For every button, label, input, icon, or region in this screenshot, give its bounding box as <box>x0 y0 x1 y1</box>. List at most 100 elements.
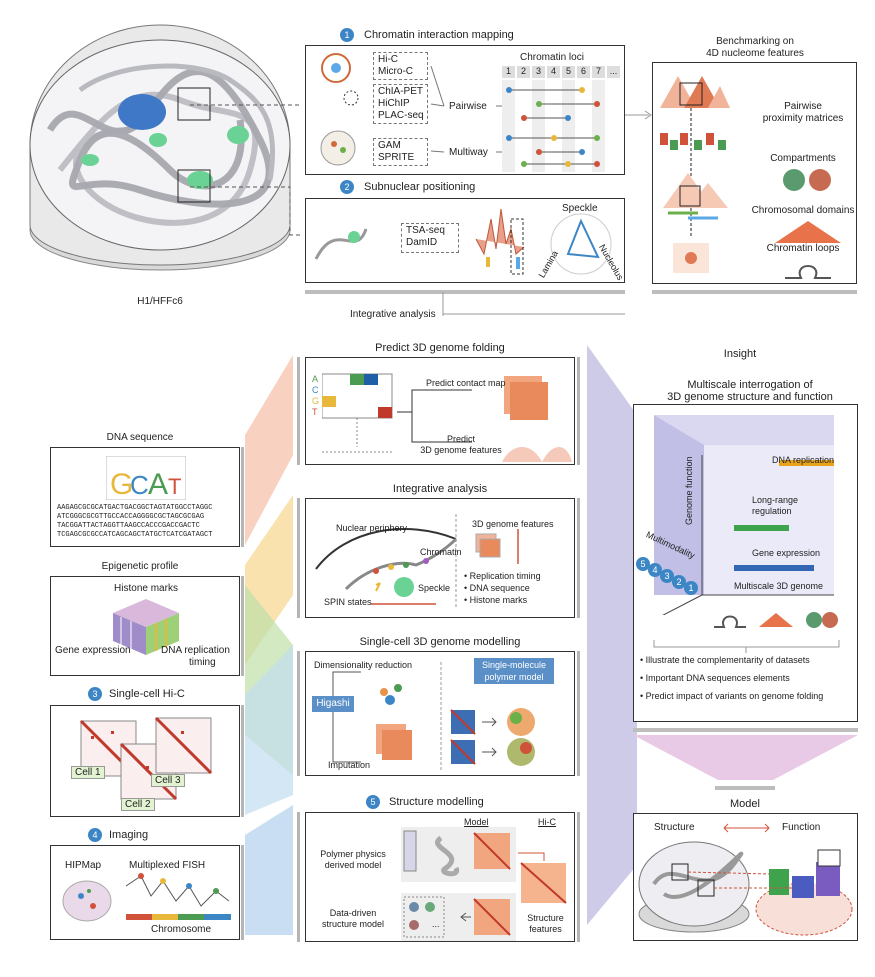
method-tsaseq: TSA-seq <box>406 225 445 236</box>
predict-features-2: 3D genome features <box>420 445 502 455</box>
features-3d-title: 3D genome features <box>472 519 554 529</box>
integ-title: Integrative analysis <box>392 483 488 495</box>
loci-grid <box>502 80 605 172</box>
imaging-graphics <box>62 873 231 922</box>
structure-features-2: features <box>529 924 562 934</box>
bar-long-range-1: Long-range <box>752 495 799 505</box>
sc-heatmaps <box>79 716 213 801</box>
insight-panel: DNA replication Long-range regulation Ge… <box>633 404 858 722</box>
structure-dots: ... <box>432 919 440 929</box>
bullet-variants: Predict impact of variants on genome fol… <box>640 691 824 702</box>
integ-graphic <box>315 514 519 609</box>
feature-histone: Histone marks <box>464 595 528 606</box>
speckle-label: Speckle <box>418 583 451 593</box>
model-column-label: Model <box>464 817 489 827</box>
integ-panel: Nuclear periphery Chromatin Speckle SPIN… <box>305 498 575 618</box>
dna-seq-4: TCGAGCGCGCCATCAGCAGCTATGCTCATCGATAGCT <box>57 531 213 539</box>
sequence-logo: G C A T <box>106 456 186 500</box>
histone-label: Histone marks <box>114 583 178 594</box>
epi-panel: Histone marks Gene expression DNA replic… <box>50 576 240 676</box>
structure-title: Structure modelling <box>389 796 484 808</box>
section-2-title: Subnuclear positioning <box>364 181 476 193</box>
subnuclear-panel: TSA-seq DamID Speckle Lamina Nucleolus <box>305 198 625 283</box>
method-microc: Micro-C <box>378 66 413 77</box>
integrative-arrow <box>442 292 625 316</box>
insight-label: Insight <box>723 348 757 360</box>
cell-2-label: Cell 2 <box>121 798 155 811</box>
acgt-t: T <box>312 407 318 417</box>
epigenome-cube <box>113 599 179 655</box>
predict-contact-label: Predict contact map <box>426 378 506 388</box>
model-funnel <box>633 735 858 780</box>
top-divider <box>305 290 625 294</box>
svg-text:A: A <box>148 468 168 500</box>
structure-features-1: Structure <box>527 913 564 923</box>
spin-states-label: SPIN states <box>324 597 372 607</box>
section-number-2: 2 <box>340 180 354 194</box>
radar-speckle: Speckle <box>562 203 598 214</box>
method-hichip: HiChIP <box>378 98 410 109</box>
insight-title-1: Multiscale interrogation of <box>687 379 813 391</box>
polymer-model-1: Single-molecule <box>481 660 547 670</box>
function-label: Function <box>782 822 821 833</box>
method-chiapet: ChIA-PET <box>378 86 424 97</box>
method-sprite: SPRITE <box>378 152 415 163</box>
polymer-physics-2: derived model <box>324 860 382 870</box>
acgt-c: C <box>312 385 319 395</box>
predict-panel: A C G T Predict contact map Predict 3D g… <box>305 357 575 465</box>
acgt-a: A <box>312 374 319 384</box>
bullet-complementarity: Illustrate the complementarity of datase… <box>640 655 810 666</box>
multiscale-label: Multiscale 3D genome <box>734 581 824 591</box>
polymer-model-box: Single-molecule polymer model <box>474 658 554 684</box>
hipmap-label: HIPMap <box>65 860 102 871</box>
compartments-icon <box>783 169 831 191</box>
bar-long-range-2: regulation <box>752 506 792 516</box>
model-graphic <box>638 823 853 936</box>
svg-text:C: C <box>130 470 149 500</box>
connector-lines <box>190 104 300 236</box>
chromatin-interaction-panel: Hi-C Micro-C ChIA-PET HiChIP PLAC-seq GA… <box>305 45 625 175</box>
bench-title-2: 4D nucleome features <box>706 48 804 59</box>
cell-label: H1/HFFc6 <box>137 296 183 307</box>
bench-loops: Chromatin loops <box>766 243 840 254</box>
svg-text:G: G <box>110 468 133 500</box>
dna-seq-1: AAGAGCGCGCATGACTGACGGCTAGTATGGCCTAGGC <box>57 504 213 512</box>
model-title: Model <box>730 798 760 810</box>
section-1-title: Chromatin interaction mapping <box>364 29 514 41</box>
dna-panel: G C A T AAGAGCGCGCATGACTGACGGCTAGTATGGCC… <box>50 447 240 547</box>
bullet-dna-elements: Important DNA sequences elements <box>640 673 790 684</box>
feature-replication: Replication timing <box>464 571 541 582</box>
loop-icon <box>785 265 831 279</box>
arrow-to-benchmark <box>625 110 652 120</box>
cell-3-label: Cell 3 <box>151 774 185 787</box>
mod-3: 3 <box>660 569 674 583</box>
chromatin-label: Chromatin <box>420 547 462 557</box>
dna-title: DNA sequence <box>106 432 174 443</box>
nuclear-periphery-label: Nuclear periphery <box>336 523 408 533</box>
acgt-g: G <box>312 396 320 406</box>
dna-rep-label-1: DNA replication <box>161 645 230 656</box>
mod-4: 4 <box>648 563 662 577</box>
structure-graphic <box>401 827 567 941</box>
insight-icons <box>653 612 840 653</box>
cell-1-label: Cell 1 <box>71 766 105 779</box>
bench-domains: Chromosomal domains <box>751 205 855 216</box>
bench-title-1: Benchmarking on <box>716 36 794 47</box>
section-number-4: 4 <box>88 828 102 842</box>
epi-title: Epigenetic profile <box>101 561 179 572</box>
svg-text:T: T <box>168 474 181 499</box>
bar-dna-replication: DNA replication <box>772 455 835 465</box>
data-driven-1: Data-driven <box>329 908 377 918</box>
gene-expr-label: Gene expression <box>55 645 131 656</box>
section-number-1: 1 <box>340 28 354 42</box>
integrative-label: Integrative analysis <box>350 309 436 320</box>
higashi-box: Higashi <box>312 696 354 712</box>
bench-compartments: Compartments <box>770 153 836 164</box>
feature-dna-seq: DNA sequence <box>464 583 530 594</box>
method-gam: GAM <box>378 140 401 151</box>
structure-panel: Model Hi-C Polymer physics derived model… <box>305 812 575 942</box>
bench-divider <box>652 290 857 294</box>
polymer-model-2: polymer model <box>484 672 544 682</box>
bench-pairwise-1: Pairwise <box>784 101 822 112</box>
dna-rep-label-2: timing <box>189 657 216 668</box>
